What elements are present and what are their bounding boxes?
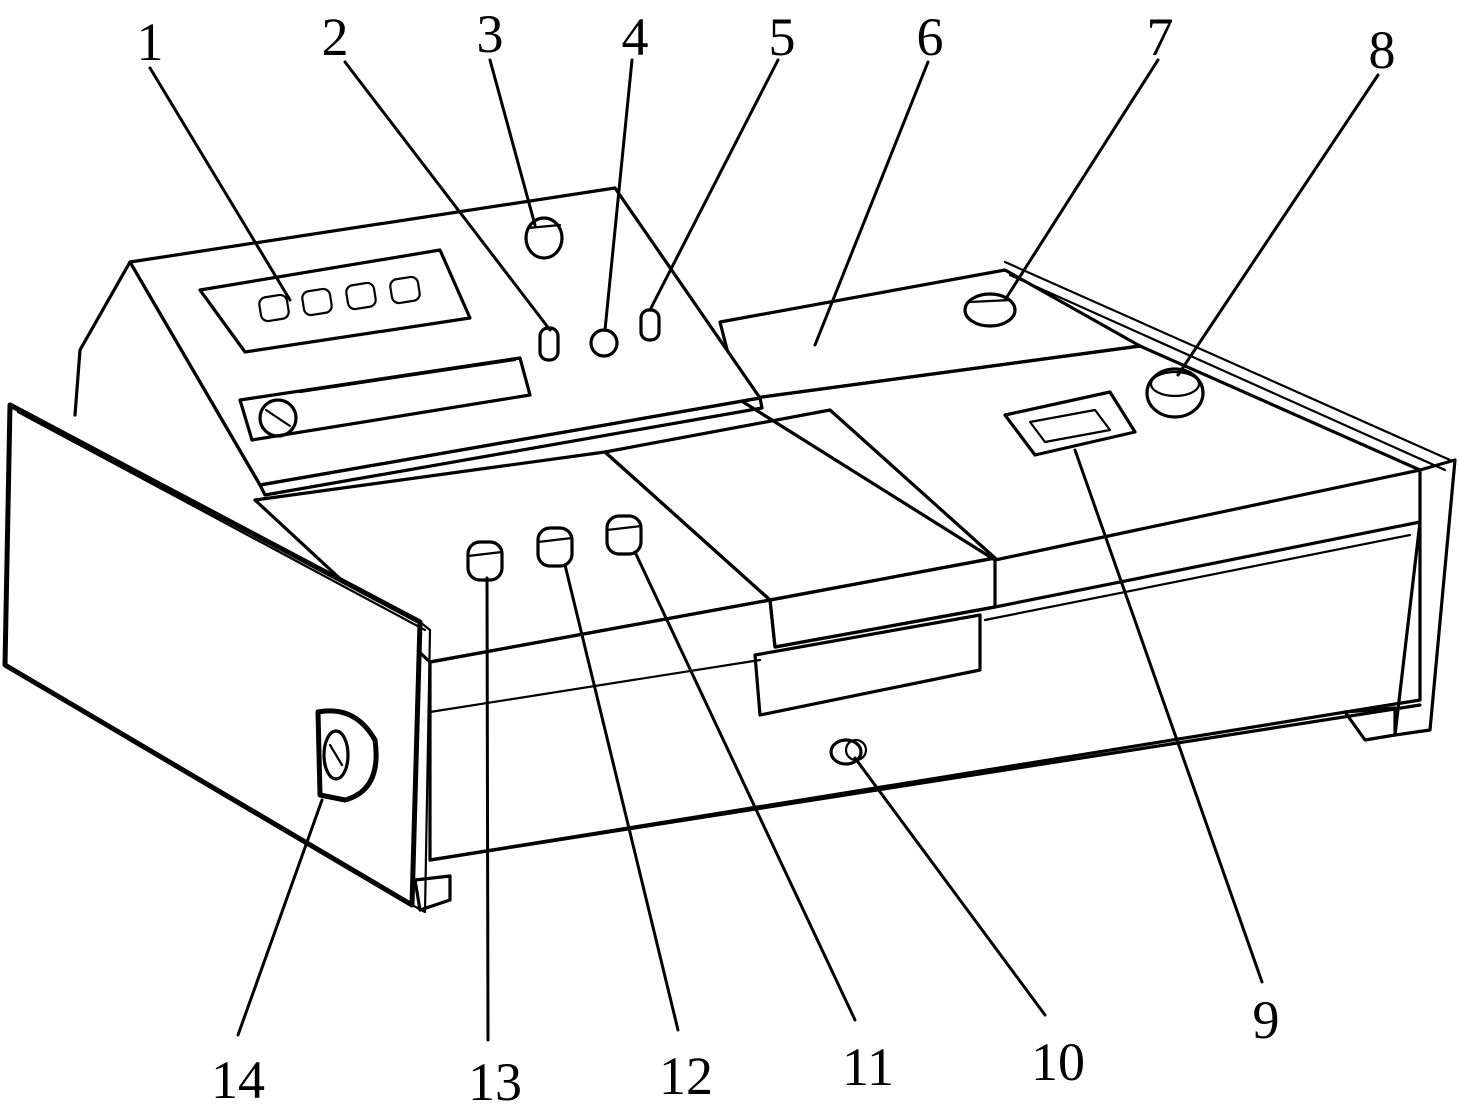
callout-8: 8 bbox=[1369, 20, 1396, 80]
callout-6: 6 bbox=[917, 7, 944, 67]
digital-display-window bbox=[198, 248, 472, 354]
callout-5: 5 bbox=[769, 7, 796, 67]
callout-4: 4 bbox=[622, 7, 649, 67]
callout-1: 1 bbox=[137, 12, 164, 72]
callout-3: 3 bbox=[477, 4, 504, 64]
leader-lines bbox=[148, 58, 1380, 1042]
callout-11: 11 bbox=[842, 1037, 894, 1097]
instrument-body bbox=[2, 186, 1457, 914]
callout-2: 2 bbox=[322, 7, 349, 67]
callout-12: 12 bbox=[659, 1046, 713, 1106]
callout-14: 14 bbox=[211, 1050, 265, 1110]
callout-9: 9 bbox=[1253, 990, 1280, 1050]
callout-13: 13 bbox=[468, 1052, 522, 1110]
callout-labels: 1 2 3 4 5 6 7 8 9 10 11 12 13 14 bbox=[137, 4, 1396, 1110]
callout-10: 10 bbox=[1031, 1032, 1085, 1092]
callout-7: 7 bbox=[1147, 7, 1174, 67]
